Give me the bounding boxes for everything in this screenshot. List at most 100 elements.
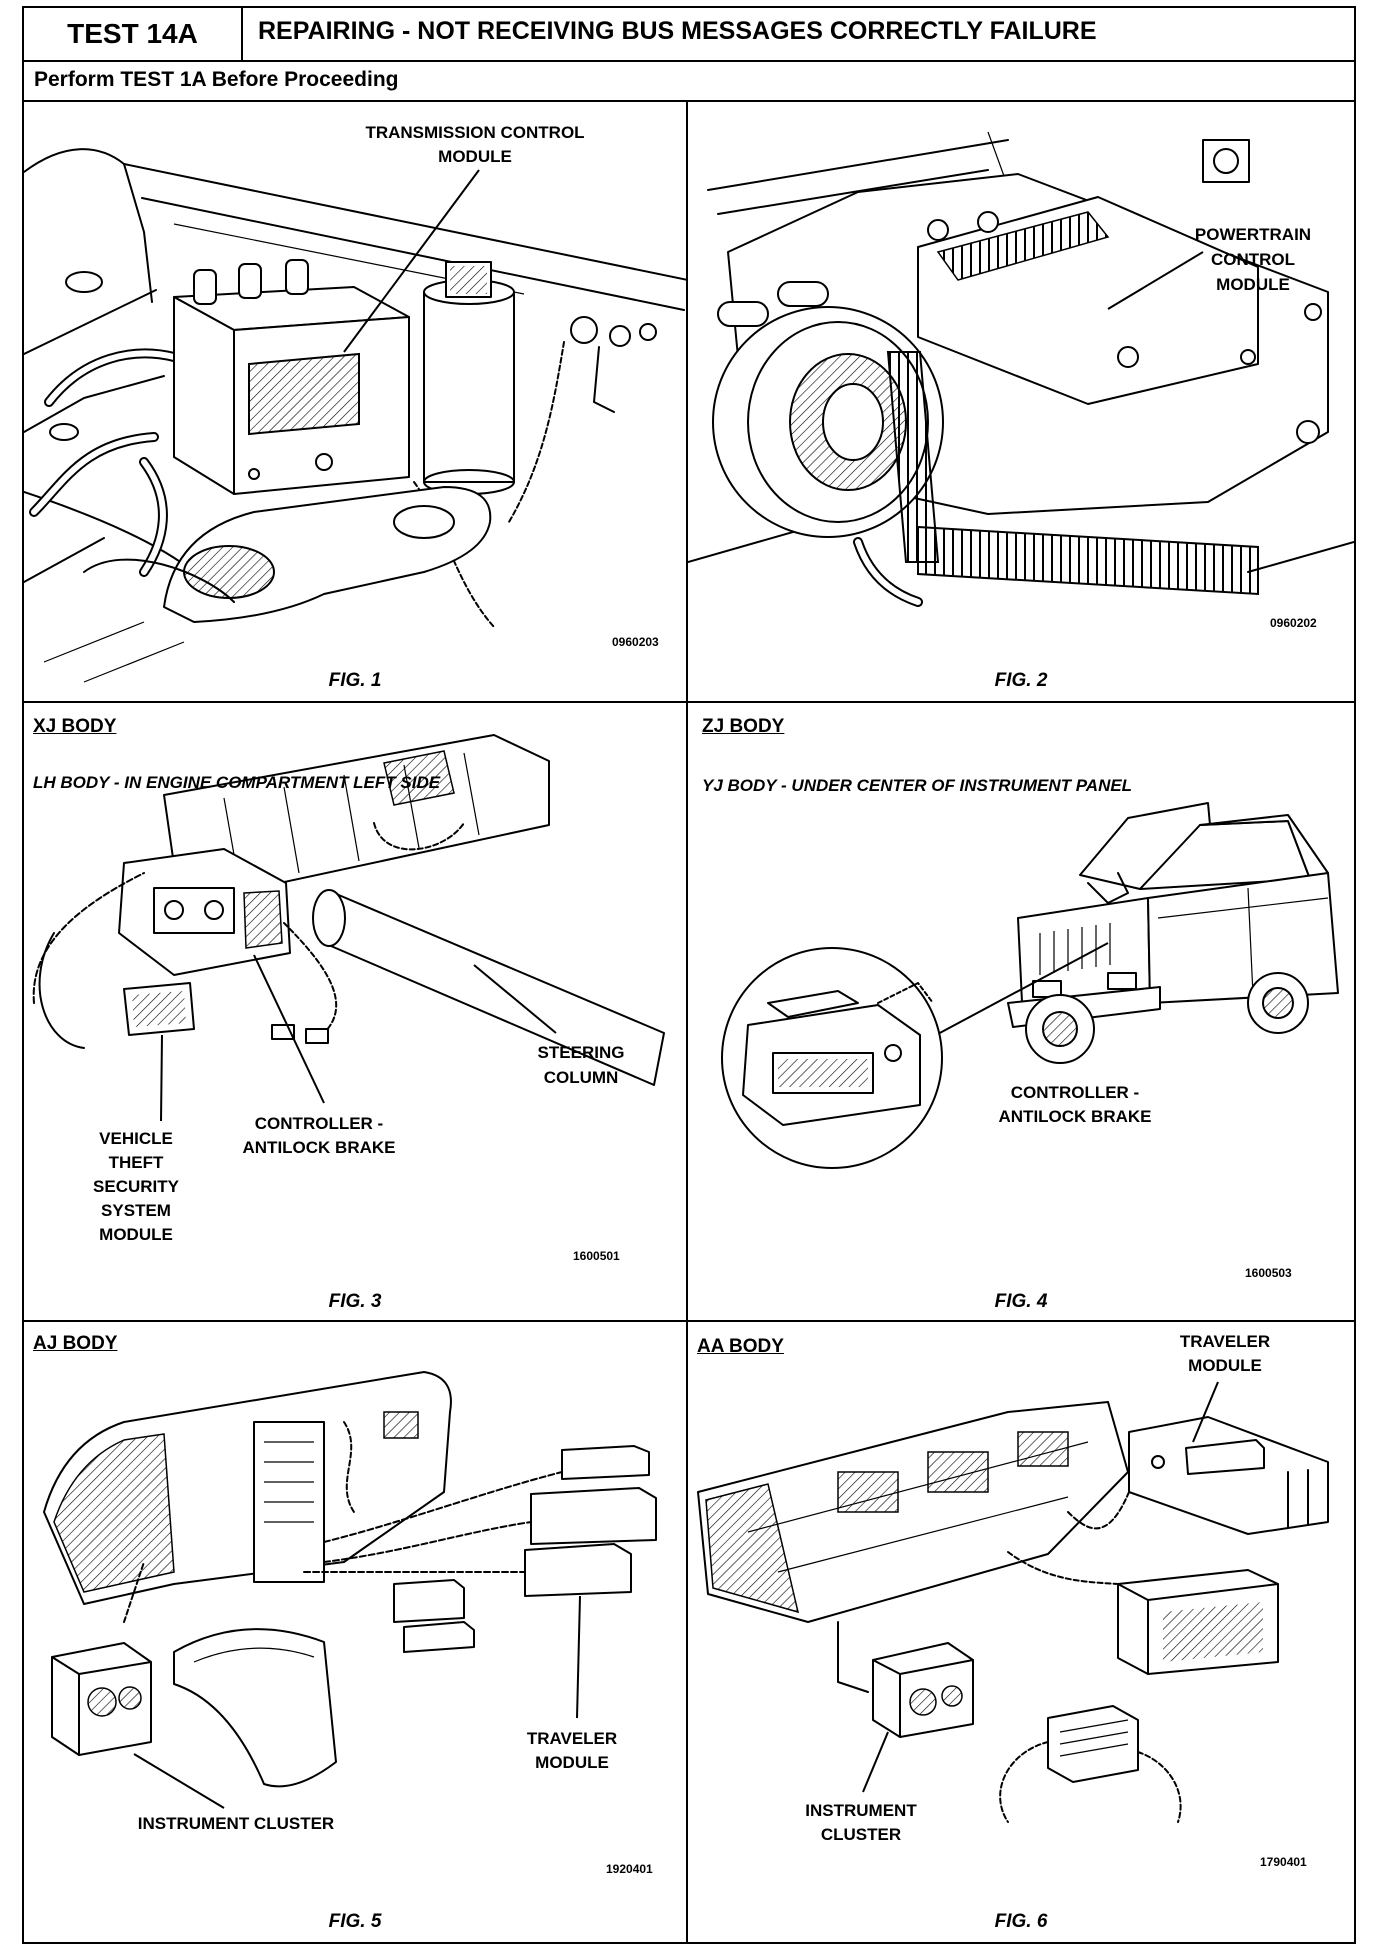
figure-4-panel: ZJ BODY YJ BODY - UNDER CENTER OF INSTRU… — [688, 703, 1354, 1322]
air-cleaner — [712, 281, 944, 538]
callout-line: CONTROLLER - — [1010, 1083, 1140, 1102]
instrument-cluster — [51, 1561, 152, 1756]
leader-line — [253, 954, 325, 1104]
figure-caption: FIG. 3 — [328, 1291, 382, 1312]
xj-body-illustration — [32, 734, 665, 1122]
instrument-cluster — [872, 1642, 974, 1738]
leader-line — [343, 169, 480, 353]
callout-antilock-brake-controller: CONTROLLER - ANTILOCK BRAKE — [224, 1112, 414, 1160]
leader-line — [862, 1731, 889, 1793]
callout-line: MODULE — [535, 1753, 609, 1772]
leader-line — [1192, 1381, 1219, 1443]
figure-code: 1600503 — [1245, 1266, 1292, 1280]
traveler-module-bracket — [1128, 1416, 1329, 1535]
figure-code: 1920401 — [606, 1862, 653, 1876]
callout-line: ANTILOCK BRAKE — [242, 1138, 396, 1157]
callout-line: CLUSTER — [820, 1825, 902, 1844]
callout-line: TRANSMISSION CONTROL — [365, 123, 585, 142]
body-heading: ZJ BODY — [702, 716, 785, 737]
callout-line: INSTRUMENT CLUSTER — [137, 1814, 335, 1833]
figure-code: 1790401 — [1260, 1855, 1307, 1869]
console-unit — [1117, 1569, 1279, 1675]
figure-caption: FIG. 5 — [328, 1911, 382, 1932]
prerequisite-note: Perform TEST 1A Before Proceeding — [34, 68, 399, 91]
callout-line: ANTILOCK BRAKE — [998, 1107, 1152, 1126]
body-subheading: YJ BODY - UNDER CENTER OF INSTRUMENT PAN… — [702, 776, 1133, 795]
figure-3-panel: XJ BODY LH BODY - IN ENGINE COMPARTMENT … — [24, 703, 688, 1322]
body-subheading: LH BODY - IN ENGINE COMPARTMENT LEFT SID… — [33, 773, 441, 792]
header-row: TEST 14A REPAIRING - NOT RECEIVING BUS M… — [24, 8, 1354, 62]
leader-line — [1107, 251, 1204, 310]
canister — [423, 261, 515, 495]
figure-1-panel: TRANSMISSION CONTROL MODULE 0960203 FIG.… — [24, 102, 688, 703]
leader-line — [160, 1034, 163, 1122]
antilock-brake-controller — [118, 848, 291, 976]
aa-body-illustration — [697, 1381, 1329, 1823]
body-heading: AJ BODY — [33, 1333, 118, 1354]
engine-compartment-illustration — [24, 148, 686, 683]
callout-line: MODULE — [438, 147, 512, 166]
figure-caption: FIG. 2 — [994, 670, 1048, 691]
figure-code: 1600501 — [573, 1249, 620, 1263]
steering-column — [312, 889, 665, 1086]
figure-caption: FIG. 4 — [994, 1291, 1048, 1312]
prerequisite-row: Perform TEST 1A Before Proceeding — [24, 62, 1354, 102]
callout-line: SECURITY — [93, 1177, 179, 1196]
callout-powertrain-control-module: POWERTRAIN CONTROL MODULE — [1178, 222, 1328, 297]
vehicle-theft-security-system-module — [123, 982, 195, 1036]
aj-body-illustration — [43, 1371, 657, 1809]
callout-line: COLUMN — [543, 1068, 619, 1087]
callout-line: VEHICLE — [99, 1129, 173, 1148]
callout-line: TRAVELER — [526, 1729, 618, 1748]
fittings-and-wiring — [413, 316, 657, 628]
figure-caption: FIG. 6 — [994, 1911, 1048, 1932]
vehicle-body-lines — [24, 148, 686, 683]
leader-line — [473, 964, 557, 1034]
zj-body-illustration — [721, 802, 1339, 1169]
callout-line: INSTRUMENT — [805, 1801, 917, 1820]
leader-line — [133, 1753, 225, 1809]
dashboard — [43, 1371, 452, 1605]
callout-instrument-cluster: INSTRUMENT CLUSTER — [791, 1799, 931, 1847]
dashboard — [697, 1401, 1129, 1623]
vehicle-drawing — [1007, 802, 1339, 1064]
document-frame: TEST 14A REPAIRING - NOT RECEIVING BUS M… — [22, 6, 1356, 1944]
powertrain-control-module — [917, 196, 1259, 405]
antilock-brake-controller — [742, 982, 934, 1126]
callout-line: MODULE — [1188, 1356, 1262, 1375]
callout-line: CONTROL — [1210, 250, 1296, 269]
connector — [999, 1705, 1182, 1823]
cluster-hood — [173, 1628, 337, 1788]
callout-instrument-cluster: INSTRUMENT CLUSTER — [106, 1812, 366, 1836]
figure-5-panel: AJ BODY TRAVELER MODULE INSTRUMENT CLUST… — [24, 1322, 688, 1942]
callout-transmission-control-module: TRANSMISSION CONTROL MODULE — [305, 121, 645, 169]
page-title: REPAIRING - NOT RECEIVING BUS MESSAGES C… — [258, 17, 1097, 45]
callout-traveler-module: TRAVELER MODULE — [502, 1727, 642, 1775]
air-intake-duct — [83, 486, 492, 623]
callout-line: POWERTRAIN — [1194, 225, 1312, 244]
transmission-control-module — [173, 259, 410, 495]
callout-line: MODULE — [99, 1225, 173, 1244]
figure-code: 0960203 — [612, 635, 659, 649]
body-heading: AA BODY — [697, 1336, 784, 1357]
hoses — [29, 348, 179, 577]
callout-line: THEFT — [108, 1153, 164, 1172]
callout-line: MODULE — [1216, 275, 1290, 294]
wiring — [837, 1491, 1130, 1693]
leader-line — [576, 1595, 581, 1719]
figure-6-panel: AA BODY TRAVELER MODULE INSTRUMENT CLUST… — [688, 1322, 1354, 1942]
callout-line: STEERING — [537, 1043, 625, 1062]
wiring-harness — [853, 351, 1259, 607]
callout-line: TRAVELER — [1179, 1332, 1271, 1351]
callout-traveler-module: TRAVELER MODULE — [1155, 1330, 1295, 1378]
figure-code: 0960202 — [1270, 616, 1317, 630]
callout-steering-column: STEERING COLUMN — [511, 1040, 651, 1090]
test-id: TEST 14A — [24, 8, 243, 60]
modules — [303, 1445, 657, 1653]
fasteners — [927, 139, 1322, 444]
body-heading: XJ BODY — [33, 716, 117, 737]
callout-line: SYSTEM — [101, 1201, 171, 1220]
callout-antilock-brake-controller: CONTROLLER - ANTILOCK BRAKE — [980, 1081, 1170, 1129]
figure-caption: FIG. 1 — [328, 670, 382, 691]
callout-vehicle-theft-security-system-module: VEHICLE THEFT SECURITY SYSTEM MODULE — [76, 1127, 196, 1247]
